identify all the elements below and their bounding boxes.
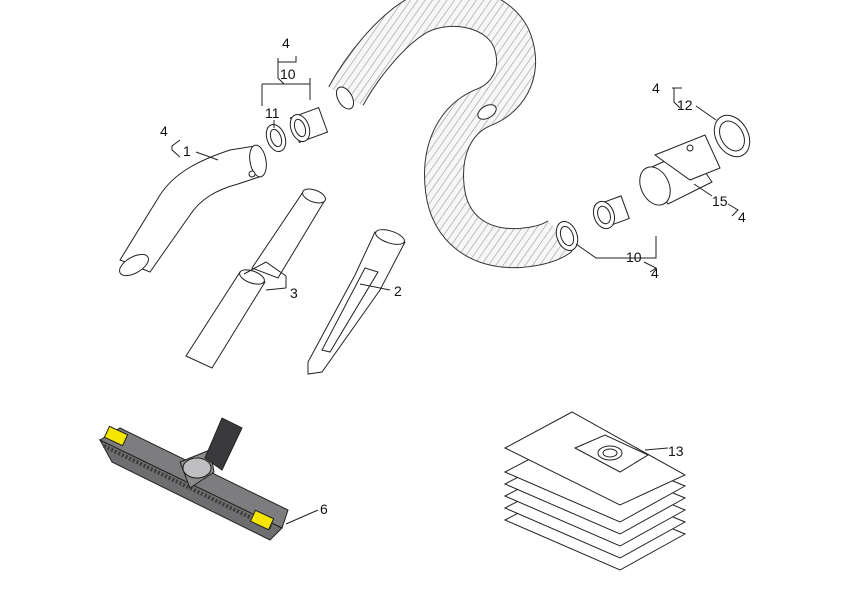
callout-13: 13 xyxy=(668,443,684,459)
curved-handle-tube xyxy=(119,144,267,277)
callout-labels: 1 4 4 10 11 3 2 4 12 15 4 10 4 6 13 xyxy=(160,35,746,517)
callout-10-top-left: 10 xyxy=(280,66,296,82)
callout-1: 1 xyxy=(183,143,191,159)
callout-4-top-left: 4 xyxy=(282,35,290,51)
callout-10-right: 10 xyxy=(626,249,642,265)
leader-lines xyxy=(171,56,739,525)
callout-11: 11 xyxy=(265,105,280,121)
callout-15: 15 xyxy=(712,193,728,209)
callout-2: 2 xyxy=(394,283,402,299)
callout-12: 12 xyxy=(677,97,693,113)
callout-4-adapter: 4 xyxy=(738,209,746,225)
extension-tubes xyxy=(185,188,326,369)
floor-nozzle xyxy=(98,417,289,541)
callout-3: 3 xyxy=(290,285,298,301)
suction-hose xyxy=(328,0,573,269)
callout-4-right: 4 xyxy=(651,265,659,281)
callout-6: 6 xyxy=(320,501,328,517)
hose-coupling-left xyxy=(265,107,329,153)
callout-4-handle: 4 xyxy=(160,123,168,139)
filter-bag-stack xyxy=(503,411,687,571)
callout-4-top-right: 4 xyxy=(652,80,660,96)
crevice-nozzle xyxy=(307,229,406,375)
hose-coupling-right xyxy=(555,195,630,252)
sealing-ring xyxy=(713,114,751,158)
inlet-adapter xyxy=(639,134,721,206)
